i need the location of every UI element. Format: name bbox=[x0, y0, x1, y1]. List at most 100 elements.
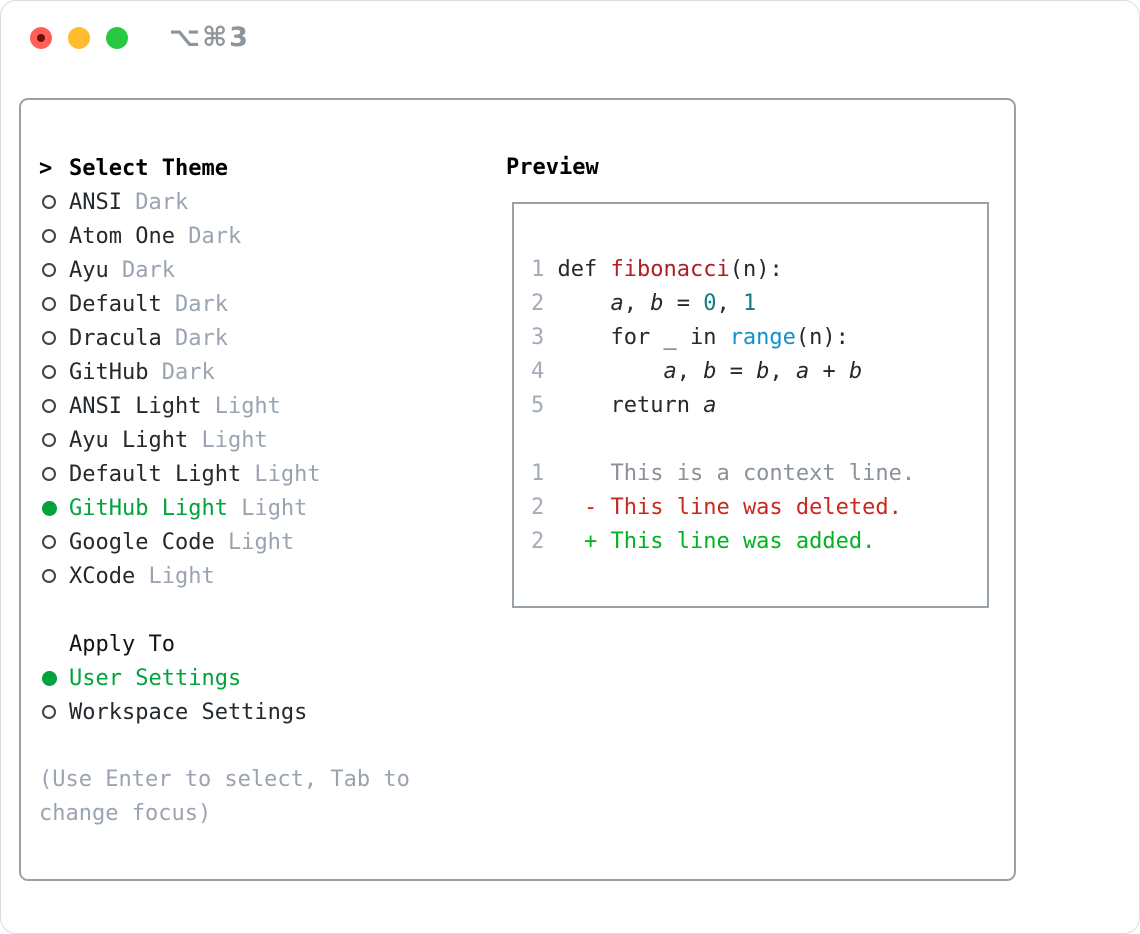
code-token-num: 0 bbox=[703, 291, 717, 316]
apply-to-header: Apply To bbox=[39, 627, 479, 661]
theme-name: XCode bbox=[69, 563, 136, 589]
code-token-plain: = bbox=[663, 291, 704, 316]
code-token-plain bbox=[558, 291, 611, 316]
theme-option-label: Google Code Light bbox=[69, 530, 294, 555]
theme-option[interactable]: Atom One Dark bbox=[39, 219, 479, 253]
code-line: 1 def fibonacci(n): bbox=[531, 253, 987, 287]
code-token-plain: , bbox=[623, 291, 651, 316]
variant-badge: Light bbox=[135, 563, 215, 589]
diff-text: - This line was deleted. bbox=[584, 495, 902, 520]
code-token-var: a bbox=[703, 393, 717, 418]
radio-icon bbox=[42, 705, 56, 719]
theme-option-label: GitHub Dark bbox=[69, 360, 215, 385]
variant-badge: Dark bbox=[108, 257, 175, 283]
theme-option[interactable]: Ayu Light Light bbox=[39, 423, 479, 457]
line-number: 4 bbox=[531, 359, 545, 384]
close-button[interactable] bbox=[30, 27, 52, 49]
close-dot-icon bbox=[37, 34, 45, 42]
code-token-plain: + bbox=[809, 359, 849, 384]
theme-option[interactable]: Default Dark bbox=[39, 287, 479, 321]
line-number: 1 bbox=[531, 461, 545, 486]
code-token-plain: = bbox=[716, 359, 757, 384]
radio-icon bbox=[42, 229, 56, 243]
theme-name: Google Code bbox=[69, 529, 215, 555]
variant-badge: Dark bbox=[161, 325, 228, 351]
code-token-call: range bbox=[729, 325, 796, 350]
radio-icon bbox=[42, 195, 56, 209]
code-token-plain: , bbox=[769, 359, 796, 384]
code-token-var: b bbox=[756, 359, 770, 384]
line-number: 3 bbox=[531, 325, 545, 350]
theme-name: Default bbox=[69, 291, 162, 317]
blank-line bbox=[531, 423, 987, 457]
line-number: 2 bbox=[531, 529, 545, 554]
theme-option[interactable]: ANSI Light Light bbox=[39, 389, 479, 423]
prompt-icon: > bbox=[39, 155, 53, 181]
radio-icon bbox=[42, 399, 56, 413]
theme-option[interactable]: Dracula Dark bbox=[39, 321, 479, 355]
apply-option[interactable]: Workspace Settings bbox=[39, 695, 479, 729]
diff-line-deleted: 2 - This line was deleted. bbox=[531, 491, 987, 525]
blank-row bbox=[39, 593, 479, 627]
code-token-plain: for _ in bbox=[557, 325, 730, 350]
radio-icon bbox=[42, 263, 56, 277]
theme-option[interactable]: GitHub Light Light bbox=[39, 491, 479, 525]
code-token-plain: , bbox=[676, 359, 704, 384]
line-number: 2 bbox=[531, 495, 545, 520]
traffic-lights bbox=[30, 27, 128, 49]
theme-option-label: Dracula Dark bbox=[69, 326, 228, 351]
line-number: 2 bbox=[531, 291, 545, 316]
radio-icon bbox=[42, 433, 56, 447]
theme-option[interactable]: Default Light Light bbox=[39, 457, 479, 491]
code-line: 3 for _ in range(n): bbox=[531, 321, 987, 355]
code-line: 5 return a bbox=[531, 389, 987, 423]
diff-line-context: 1 This is a context line. bbox=[531, 457, 987, 491]
line-number: 5 bbox=[531, 393, 545, 418]
code-token-plain: , bbox=[716, 291, 743, 316]
variant-badge: Light bbox=[241, 461, 321, 487]
titlebar: ⌥⌘3 bbox=[1, 1, 1139, 76]
code-token-var: a bbox=[610, 291, 624, 316]
variant-badge: Dark bbox=[161, 291, 228, 317]
theme-option[interactable]: ANSI Dark bbox=[39, 185, 479, 219]
theme-name: ANSI Light bbox=[69, 393, 202, 419]
theme-option-label: ANSI Dark bbox=[69, 190, 188, 215]
theme-option-label: Atom One Dark bbox=[69, 224, 241, 249]
radio-icon bbox=[42, 365, 56, 379]
code-token-var: a bbox=[663, 359, 677, 384]
maximize-button[interactable] bbox=[106, 27, 128, 49]
apply-option[interactable]: User Settings bbox=[39, 661, 479, 695]
select-theme-title: Select Theme bbox=[69, 155, 228, 181]
radio-icon bbox=[42, 670, 57, 686]
radio-icon bbox=[42, 331, 56, 345]
code-token-plain: (n): bbox=[729, 257, 783, 282]
radio-icon bbox=[42, 297, 56, 311]
theme-option-label: Default Dark bbox=[69, 292, 228, 317]
theme-option-label: ANSI Light Light bbox=[69, 394, 281, 419]
window-title: ⌥⌘3 bbox=[169, 22, 250, 53]
theme-name: GitHub Light bbox=[69, 495, 228, 521]
variant-badge: Dark bbox=[174, 223, 242, 249]
theme-option[interactable]: Ayu Dark bbox=[39, 253, 479, 287]
theme-option[interactable]: GitHub Dark bbox=[39, 355, 479, 389]
code-token-var: b bbox=[848, 359, 863, 384]
line-number: 1 bbox=[531, 257, 545, 282]
minimize-button[interactable] bbox=[68, 27, 90, 49]
theme-name: ANSI bbox=[69, 189, 122, 215]
code-token-var: a bbox=[795, 359, 810, 384]
diff-text: This is a context line. bbox=[584, 461, 916, 486]
code-token-plain: return bbox=[557, 393, 704, 418]
theme-name: Dracula bbox=[69, 325, 162, 351]
theme-option-label: GitHub Light Light bbox=[69, 496, 307, 521]
theme-name: Default Light bbox=[69, 461, 242, 487]
radio-icon bbox=[42, 569, 56, 583]
code-token-plain bbox=[558, 359, 664, 384]
theme-option[interactable]: Google Code Light bbox=[39, 525, 479, 559]
theme-option[interactable]: XCode Light bbox=[39, 559, 479, 593]
theme-option-label: XCode Light bbox=[69, 564, 215, 589]
code-line: 2 a, b = 0, 1 bbox=[531, 287, 987, 321]
code-token-num: 1 bbox=[742, 291, 757, 316]
code-token-plain: def bbox=[557, 257, 611, 282]
